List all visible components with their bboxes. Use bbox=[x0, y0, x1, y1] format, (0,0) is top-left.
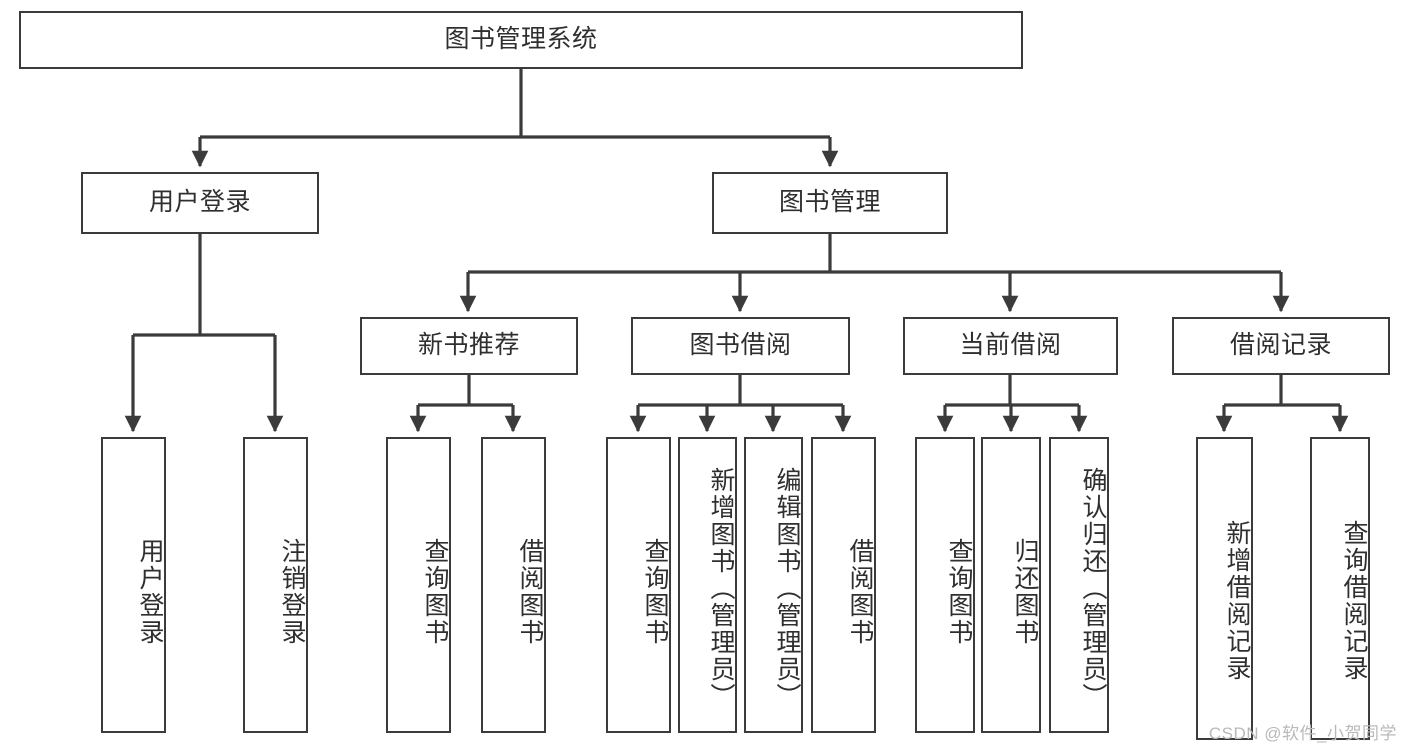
node-leaf-return-book-label: 归还图书 bbox=[1011, 538, 1039, 646]
node-book-borrow[interactable]: 图书借阅 bbox=[631, 317, 850, 375]
node-user-login[interactable]: 用户登录 bbox=[81, 172, 319, 234]
node-leaf-edit-book-label: 编辑图书（管理员） bbox=[773, 466, 801, 710]
node-leaf-borrow-book-1-label: 借阅图书 bbox=[516, 538, 544, 646]
node-leaf-query-book-2[interactable]: 查询图书 bbox=[606, 437, 671, 733]
node-leaf-borrow-book-1[interactable]: 借阅图书 bbox=[481, 437, 546, 733]
node-leaf-borrow-book-2-label: 借阅图书 bbox=[846, 538, 874, 646]
node-current-borrow-label: 当前借阅 bbox=[959, 331, 1062, 360]
node-leaf-borrow-book-2[interactable]: 借阅图书 bbox=[811, 437, 876, 733]
node-leaf-query-book-3-label: 查询图书 bbox=[945, 538, 973, 646]
node-leaf-query-book-1-label: 查询图书 bbox=[421, 538, 449, 646]
node-leaf-add-book-label: 新增图书（管理员） bbox=[707, 466, 735, 710]
node-leaf-query-record-label: 查询借阅记录 bbox=[1340, 519, 1368, 682]
node-leaf-query-book-3[interactable]: 查询图书 bbox=[915, 437, 975, 733]
node-leaf-query-book-1[interactable]: 查询图书 bbox=[386, 437, 451, 733]
node-user-login-label: 用户登录 bbox=[148, 188, 251, 217]
node-leaf-add-book[interactable]: 新增图书（管理员） bbox=[678, 437, 737, 733]
node-new-book-recommend-label: 新书推荐 bbox=[417, 331, 520, 360]
node-leaf-add-record[interactable]: 新增借阅记录 bbox=[1196, 437, 1253, 740]
node-current-borrow[interactable]: 当前借阅 bbox=[903, 317, 1118, 375]
node-leaf-add-record-label: 新增借阅记录 bbox=[1223, 519, 1251, 682]
node-leaf-confirm-return-label: 确认归还（管理员） bbox=[1079, 466, 1107, 710]
node-borrow-record[interactable]: 借阅记录 bbox=[1172, 317, 1390, 375]
node-root[interactable]: 图书管理系统 bbox=[19, 11, 1023, 69]
node-leaf-user-login[interactable]: 用户登录 bbox=[101, 437, 166, 733]
node-leaf-query-record[interactable]: 查询借阅记录 bbox=[1310, 437, 1370, 740]
node-book-borrow-label: 图书借阅 bbox=[689, 331, 792, 360]
node-new-book-recommend[interactable]: 新书推荐 bbox=[360, 317, 578, 375]
node-leaf-query-book-2-label: 查询图书 bbox=[641, 538, 669, 646]
node-leaf-return-book[interactable]: 归还图书 bbox=[981, 437, 1041, 733]
node-book-manage[interactable]: 图书管理 bbox=[712, 172, 948, 234]
node-leaf-edit-book[interactable]: 编辑图书（管理员） bbox=[744, 437, 803, 733]
node-leaf-confirm-return[interactable]: 确认归还（管理员） bbox=[1049, 437, 1109, 733]
node-leaf-user-logout[interactable]: 注销登录 bbox=[243, 437, 308, 733]
node-book-manage-label: 图书管理 bbox=[778, 188, 881, 217]
csdn-watermark: CSDN @软件_小贺同学 bbox=[1208, 724, 1397, 743]
node-leaf-user-logout-label: 注销登录 bbox=[278, 538, 306, 646]
node-leaf-user-login-label: 用户登录 bbox=[136, 538, 164, 646]
node-borrow-record-label: 借阅记录 bbox=[1229, 331, 1332, 360]
node-root-label: 图书管理系统 bbox=[444, 25, 598, 54]
